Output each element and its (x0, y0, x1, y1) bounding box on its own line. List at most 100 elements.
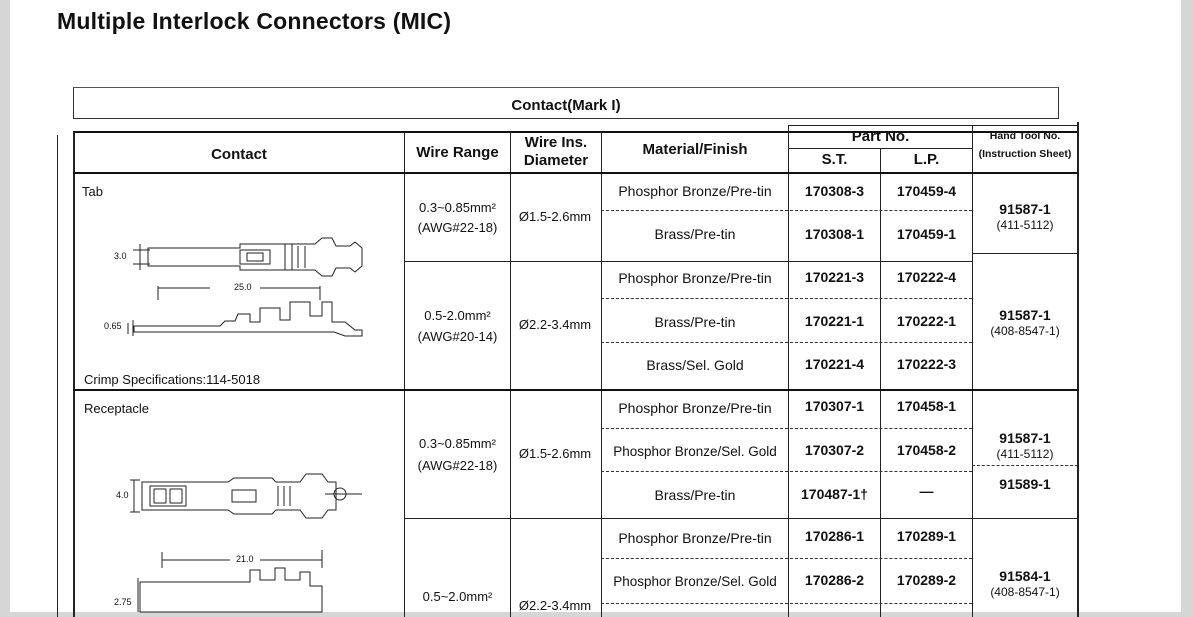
rec-g1-row-divider-1 (601, 428, 972, 429)
section-label-receptacle: Receptacle (84, 401, 150, 416)
tab-g2-r3-lp: 170222-3 (896, 356, 957, 372)
tab-g1-awg: (AWG#22-18) (417, 220, 498, 235)
table-left-border (73, 131, 75, 617)
rec-g2-r2-lp: 170289-2 (896, 572, 957, 588)
part-header-mid (788, 148, 972, 149)
rec-g2-r2-material: Phosphor Bronze/Sel. Gold (613, 574, 777, 589)
tab-g2-r1-st: 170221-3 (804, 269, 865, 285)
rec-g1-r2-material: Phosphor Bronze/Sel. Gold (613, 444, 777, 459)
rec-group-divider (404, 518, 1078, 519)
header-wire-range: Wire Range (416, 144, 499, 161)
tab-contact-drawing (127, 237, 363, 337)
page-margin-bottom (0, 612, 1193, 617)
tab-g2-awg: (AWG#20-14) (417, 329, 498, 344)
col-sep-wire-range (404, 131, 405, 617)
tab-crimp-spec: Crimp Specifications:114-5018 (84, 372, 261, 387)
tab-g2-r3-material: Brass/Sel. Gold (646, 357, 744, 373)
tab-g1-r2-st: 170308-1 (804, 226, 865, 242)
col-sep-tool (972, 125, 973, 617)
rec-g1-r2-lp: 170458-2 (896, 442, 957, 458)
rec-g2-wire-ins: Ø2.2-3.4mm (518, 598, 592, 613)
header-hand-tool-2: (Instruction Sheet) (978, 148, 1072, 160)
rec-g2-sheet: (408-8547-1) (990, 585, 1060, 599)
header-st: S.T. (821, 151, 848, 168)
rec-g1-r3-lp: — (919, 483, 934, 499)
tab-dim-length: 25.0 (234, 282, 252, 292)
tab-group-divider (404, 261, 972, 262)
rec-g1-r3-material: Brass/Pre-tin (654, 487, 736, 503)
header-hand-tool-1: Hand Tool No. (989, 130, 1061, 142)
header-material: Material/Finish (642, 141, 748, 158)
tab-g1-wire-range: 0.3~0.85mm² (419, 200, 496, 215)
table-top-border (73, 131, 1078, 133)
tab-g2-wire-ins: Ø2.2-3.4mm (518, 317, 592, 332)
page-margin-left (0, 0, 10, 617)
rec-g1-sheet: (411-5112) (996, 447, 1054, 461)
tab-g1-r1-material: Phosphor Bronze/Pre-tin (618, 183, 772, 199)
rec-g2-r2-st: 170286-2 (804, 572, 865, 588)
receptacle-dim-length: 21.0 (236, 554, 254, 564)
rec-g1-r3-st: 170487-1† (801, 486, 868, 502)
tab-g1-row-divider (601, 210, 972, 211)
tab-g1-r1-lp: 170459-4 (896, 183, 957, 199)
col-sep-material (601, 131, 602, 617)
tab-g2-r2-lp: 170222-1 (896, 313, 957, 329)
header-lp: L.P. (913, 151, 940, 168)
col-sep-wire-ins (510, 131, 511, 617)
tab-g2-r3-st: 170221-4 (804, 356, 865, 372)
tab-g2-r1-material: Phosphor Bronze/Pre-tin (618, 270, 772, 286)
rec-g2-tool: 91584-1 (999, 568, 1051, 584)
header-wire-ins-2: Diameter (523, 152, 589, 169)
page-margin-right (1181, 0, 1193, 617)
tab-g1-wire-ins: Ø1.5-2.6mm (518, 209, 592, 224)
tab-g1-r2-material: Brass/Pre-tin (654, 226, 736, 242)
header-contact: Contact (211, 146, 267, 163)
page-title: Multiple Interlock Connectors (MIC) (57, 8, 452, 34)
rec-g2-row-divider-2 (601, 603, 972, 604)
rec-g1-tool-divider (972, 465, 1078, 466)
tab-g1-r2-lp: 170459-1 (896, 226, 957, 242)
outer-left-rule (57, 135, 58, 617)
rec-g2-row-divider-1 (601, 558, 972, 559)
tab-dim-thickness: 3.0 (114, 251, 127, 261)
tab-g2-row-divider-1 (601, 298, 972, 299)
header-part-no: Part No. (851, 128, 910, 145)
table-caption: Contact(Mark I) (511, 97, 621, 114)
rec-g1-r2-st: 170307-2 (804, 442, 865, 458)
rec-g1-wire-ins: Ø1.5-2.6mm (518, 446, 592, 461)
receptacle-dim-height: 2.75 (114, 597, 132, 607)
col-sep-lp (880, 148, 881, 617)
section-label-tab: Tab (82, 184, 103, 199)
tab-tool-divider (972, 253, 1078, 254)
table-caption-box: Contact(Mark I) (73, 87, 1059, 119)
section-divider (73, 389, 1078, 391)
rec-g2-r1-material: Phosphor Bronze/Pre-tin (618, 530, 772, 546)
header-wire-ins-1: Wire Ins. (524, 134, 588, 151)
tab-g2-row-divider-2 (601, 342, 972, 343)
tab-g2-wire-range: 0.5-2.0mm² (424, 308, 491, 323)
table-right-border (1077, 122, 1079, 617)
tab-g2-r2-material: Brass/Pre-tin (654, 314, 736, 330)
tab-g2-sheet: (408-8547-1) (990, 324, 1060, 338)
rec-g1-tool2: 91589-1 (999, 476, 1051, 492)
tab-g1-sheet: (411-5112) (996, 218, 1054, 232)
rec-g1-tool: 91587-1 (999, 430, 1051, 446)
rec-g1-wire-range: 0.3~0.85mm² (419, 436, 496, 451)
rec-g1-awg: (AWG#22-18) (417, 458, 498, 473)
receptacle-dim-width: 4.0 (116, 490, 129, 500)
rec-g1-r1-material: Phosphor Bronze/Pre-tin (618, 400, 772, 416)
rec-g1-r1-st: 170307-1 (804, 398, 865, 414)
receptacle-contact-drawing (130, 473, 362, 613)
tab-g1-tool: 91587-1 (999, 201, 1051, 217)
tab-g2-r1-lp: 170222-4 (896, 269, 957, 285)
rec-g1-row-divider-2 (601, 471, 972, 472)
tab-dim-width: 0.65 (104, 321, 122, 331)
header-bottom-border (73, 172, 1078, 174)
col-sep-st (788, 125, 789, 617)
part-header-top (788, 125, 1078, 126)
rec-g1-r1-lp: 170458-1 (896, 398, 957, 414)
tab-g1-r1-st: 170308-3 (804, 183, 865, 199)
rec-g2-r1-lp: 170289-1 (896, 528, 957, 544)
tab-g2-r2-st: 170221-1 (804, 313, 865, 329)
tab-g2-tool: 91587-1 (999, 307, 1051, 323)
